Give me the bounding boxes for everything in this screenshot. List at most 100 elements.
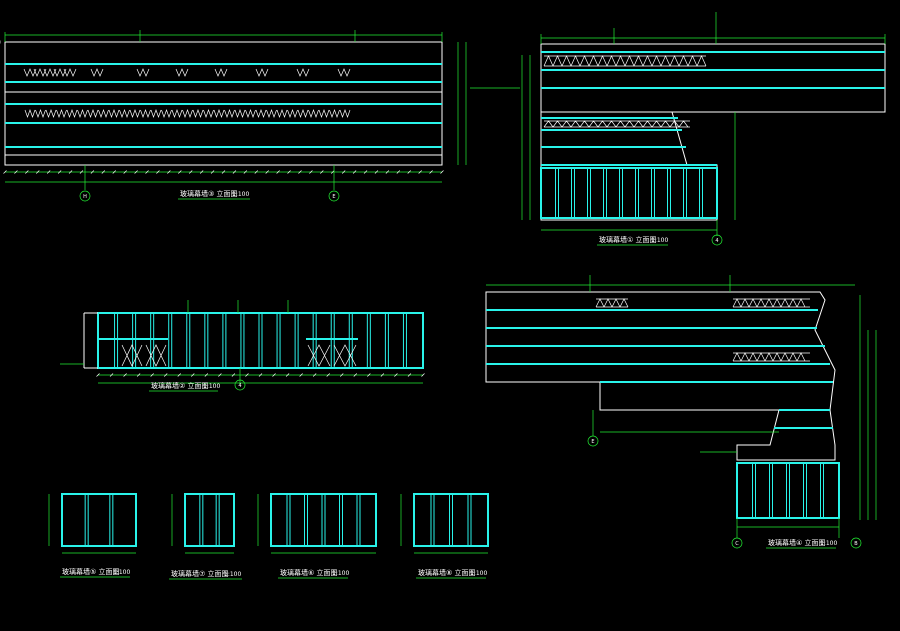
truss-row-lower <box>24 108 351 119</box>
dim-tick <box>326 373 330 377</box>
dim-tick <box>352 170 357 174</box>
truss-mark <box>296 68 310 77</box>
svg-text:玻璃幕墙③ 立面图: 玻璃幕墙③ 立面图 <box>180 189 238 198</box>
dim-tick <box>79 170 84 174</box>
dim-tick <box>177 373 181 377</box>
truss-mark <box>175 68 189 77</box>
dim-tick <box>199 170 204 174</box>
dim-tick <box>407 170 411 174</box>
truss-mark <box>43 68 57 77</box>
title-elevation-7: 玻璃幕墙⑦ 立面图 1:100 <box>169 569 242 580</box>
dim-tick <box>46 170 51 174</box>
title-elevation-2: 玻璃幕墙② 立面图 1:100 <box>149 381 220 392</box>
door-swing <box>145 344 167 367</box>
dim-tick <box>109 373 114 377</box>
svg-text:玻璃幕墙① 立面图: 玻璃幕墙① 立面图 <box>599 235 657 244</box>
dim-tick <box>136 373 141 377</box>
truss-row-right-upper <box>543 55 707 67</box>
dim-tick <box>218 373 222 377</box>
truss-mark <box>287 108 298 119</box>
dim-tick <box>418 170 422 174</box>
glass-panels-right <box>555 168 703 218</box>
svg-text:4: 4 <box>238 383 241 389</box>
door-swing <box>121 344 143 367</box>
axis-marker-c: C <box>731 537 743 549</box>
truss-mark <box>213 108 225 119</box>
truss-row-upper <box>23 68 351 77</box>
door-swing <box>307 344 331 367</box>
elevation-top-right <box>470 12 886 236</box>
svg-text:E: E <box>332 194 335 200</box>
truss-mark <box>77 108 88 119</box>
truss-mark <box>23 68 37 77</box>
dim-tick <box>101 170 106 174</box>
dim-tick <box>421 373 425 377</box>
glass-panels-right-large <box>752 463 824 518</box>
svg-text:1:100: 1:100 <box>820 540 837 547</box>
dim-tick <box>14 170 18 174</box>
dim-tick <box>245 373 249 377</box>
dim-tick <box>150 373 154 377</box>
truss-mark <box>329 108 340 119</box>
dim-tick <box>394 373 398 377</box>
title-elevation-8: 玻璃幕墙⑧ 立面图 1:100 <box>416 568 487 579</box>
truss-mark <box>63 68 77 77</box>
truss-mark <box>337 68 351 77</box>
dim-tick <box>367 373 371 377</box>
svg-text:玻璃幕墙② 立面图: 玻璃幕墙② 立面图 <box>151 381 209 390</box>
svg-text:1:100: 1:100 <box>651 237 668 244</box>
dim-tick <box>272 373 276 377</box>
dim-tick <box>353 373 358 377</box>
svg-text:H: H <box>83 194 87 200</box>
dim-tick <box>258 373 263 377</box>
title-elevation-1: 玻璃幕墙① 立面图 1:100 <box>597 235 668 246</box>
truss-mark <box>171 108 183 119</box>
elevation-small-2 <box>171 493 235 554</box>
truss-mark <box>234 108 246 119</box>
door-swing <box>333 344 357 367</box>
dim-tick <box>276 170 280 174</box>
dim-tick <box>341 170 346 174</box>
dim-tick <box>134 170 138 174</box>
svg-text:玻璃幕墙⑦ 立面图: 玻璃幕墙⑦ 立面图 <box>171 569 229 578</box>
dim-tick <box>232 170 237 174</box>
truss-mark <box>245 108 256 119</box>
dim-tick <box>254 170 259 174</box>
svg-text:玻璃幕墙④ 立面图: 玻璃幕墙④ 立面图 <box>768 538 826 547</box>
truss-mark <box>33 68 47 77</box>
title-elevation-6: 玻璃幕墙⑥ 立面图 1:100 <box>278 568 349 579</box>
elevation-top-left <box>0 30 467 190</box>
dim-tick <box>123 373 127 377</box>
dim-tick <box>374 170 379 174</box>
truss-mark <box>56 108 67 119</box>
truss-mark <box>90 68 104 77</box>
svg-text:B: B <box>854 541 858 547</box>
axis-marker-4-mid: 4 <box>234 379 246 391</box>
dim-tick <box>188 170 193 174</box>
dim-tick <box>320 170 324 174</box>
dim-tick <box>90 170 95 174</box>
doors-middle <box>121 344 357 367</box>
elevation-middle-left <box>60 300 425 384</box>
dim-tick <box>243 170 248 174</box>
axis-marker-4-top: 4 <box>711 234 723 246</box>
truss-mark <box>35 108 46 119</box>
truss-mark <box>276 108 288 119</box>
dim-tick <box>57 170 62 174</box>
svg-text:E: E <box>591 439 594 445</box>
elevation-right-large <box>485 275 877 538</box>
dim-tick <box>396 170 401 174</box>
svg-text:玻璃幕墙⑤ 立面图: 玻璃幕墙⑤ 立面图 <box>62 567 120 576</box>
truss-mark <box>119 108 130 119</box>
truss-mark <box>108 108 120 119</box>
truss-mark <box>98 108 109 119</box>
svg-text:1:100: 1:100 <box>332 570 349 577</box>
truss-mark <box>24 108 36 119</box>
truss-mark <box>318 108 330 119</box>
dim-tick <box>96 373 100 377</box>
dim-tick <box>440 170 444 174</box>
truss-mark <box>182 108 193 119</box>
truss-mark <box>150 108 162 119</box>
elevation-small-3 <box>257 493 377 554</box>
